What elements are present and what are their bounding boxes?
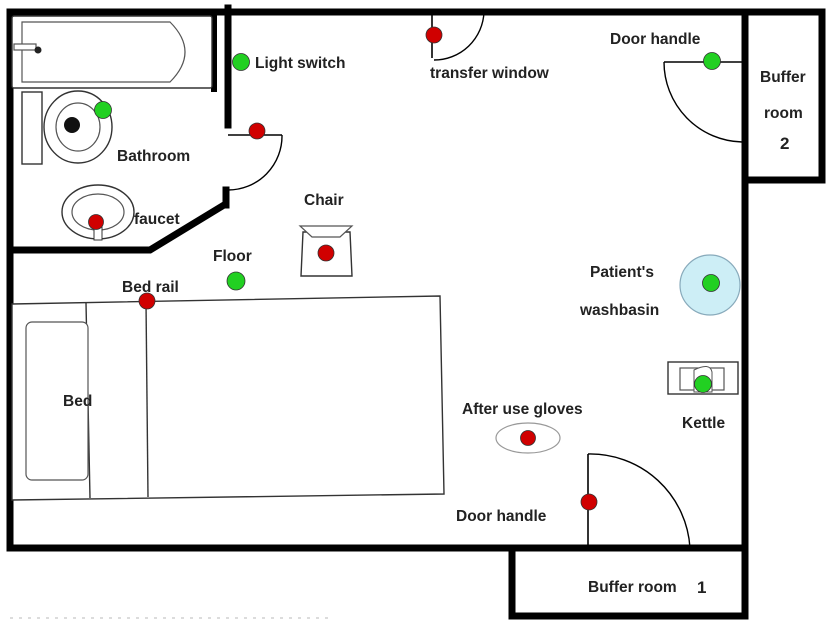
buffer-room-2-door <box>663 61 743 143</box>
transfer-window-point <box>425 26 443 44</box>
toilet <box>21 90 113 165</box>
bathroom-sink <box>61 184 135 241</box>
bathroom-door <box>227 134 283 191</box>
faucet-label: faucet <box>134 211 180 228</box>
bed-rail-point <box>138 292 156 310</box>
bed <box>11 295 445 501</box>
patients-washbasin-label-2: washbasin <box>579 302 659 319</box>
door-handle-bottom-point <box>580 493 598 511</box>
bed-rail-label: Bed rail <box>122 279 179 296</box>
toilet-point <box>94 101 112 119</box>
entry-door <box>587 453 691 549</box>
light-switch-point <box>232 53 250 71</box>
bathroom-door-point <box>248 122 266 140</box>
buffer-room-1-number: 1 <box>697 578 706 597</box>
buffer-room-2-label-2: room <box>764 105 803 122</box>
buffer-room-2-label-1: Buffer <box>760 69 806 86</box>
bathroom-label: Bathroom <box>117 148 190 165</box>
washbasin-point <box>702 274 720 292</box>
door-handle-top-label: Door handle <box>610 31 701 48</box>
bathtub <box>11 15 213 89</box>
transfer-window-label: transfer window <box>430 65 550 82</box>
gloves-point <box>520 430 536 446</box>
door-handle-top-point <box>703 52 721 70</box>
after-use-gloves-label: After use gloves <box>462 401 583 418</box>
walls <box>6 4 826 620</box>
door-handle-bottom-label: Door handle <box>456 508 547 525</box>
faucet-point <box>88 214 104 230</box>
kettle-point <box>694 375 712 393</box>
buffer-room-2-wall <box>741 8 826 184</box>
chair-label: Chair <box>304 192 344 209</box>
buffer-room-2-label-3: 2 <box>780 134 789 153</box>
labels: Light switch transfer window Door handle… <box>63 31 806 597</box>
chair-point <box>317 244 335 262</box>
buffer-room-1-label: Buffer room <box>588 579 677 596</box>
buffer-room-1-wall <box>508 544 749 620</box>
light-switch-label: Light switch <box>255 55 345 72</box>
bed-label: Bed <box>63 393 92 410</box>
bathroom-bottom-wall <box>6 200 229 254</box>
sample-points <box>88 26 721 511</box>
patients-washbasin-label-1: Patient's <box>590 264 654 281</box>
floor-point <box>226 271 246 291</box>
kettle-label: Kettle <box>682 415 725 432</box>
floor-label: Floor <box>213 248 252 265</box>
